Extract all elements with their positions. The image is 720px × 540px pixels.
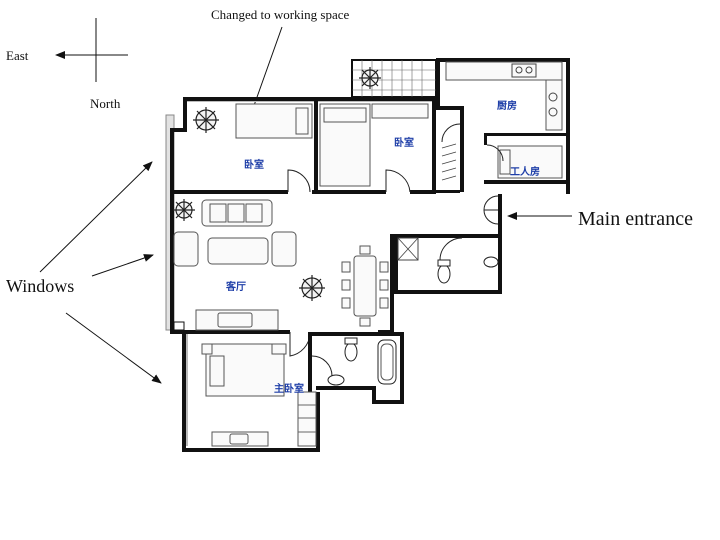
changed-annotation: Changed to working space [211,7,350,22]
room-label-bedroom-right: 卧室 [394,136,414,149]
floor-plan [165,58,570,452]
room-label-maid-room: 工人房 [510,165,540,178]
main-entrance-label: Main entrance [578,208,693,230]
room-label-living-room: 客厅 [225,280,246,293]
windows-arrow-bottom [65,312,162,384]
north-label: North [90,96,121,111]
room-label-bedroom-left: 卧室 [244,158,264,171]
windows-arrow-top [39,161,153,273]
room-label-master-bedroom: 主卧室 [274,382,304,395]
windows-arrow-mid [91,254,154,277]
east-label: East [6,48,29,63]
room-label-kitchen: 厨房 [497,99,517,112]
compass [55,18,128,82]
windows-label: Windows [6,276,74,296]
